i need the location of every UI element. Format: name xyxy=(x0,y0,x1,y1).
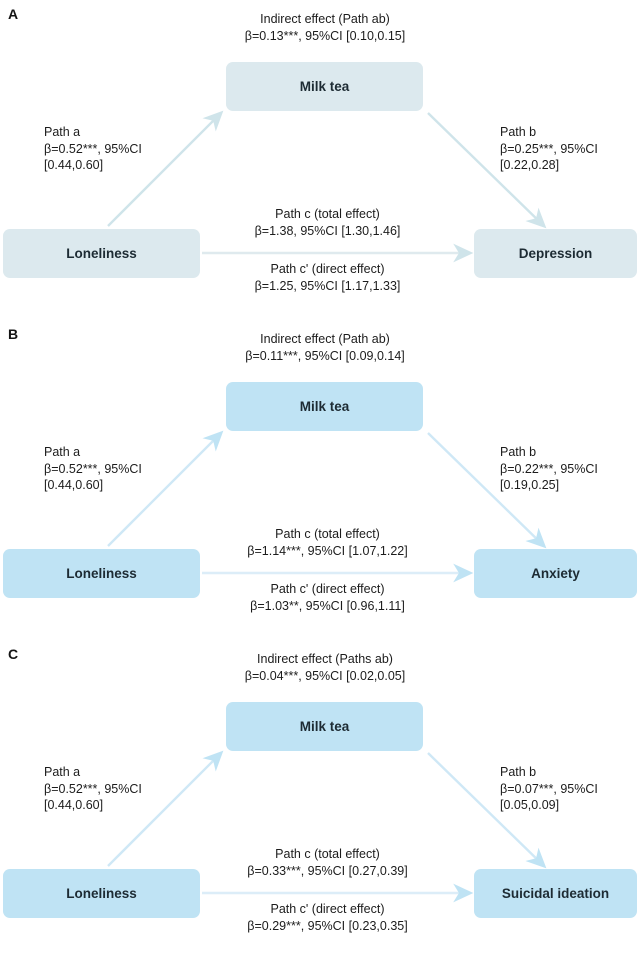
path-c-prime-title: Path c' (direct effect) xyxy=(270,902,385,916)
indirect-effect-title: Indirect effect (Path ab) xyxy=(260,332,390,346)
annotation-indirect-effect: Indirect effect (Path ab) β=0.11***, 95%… xyxy=(140,331,510,364)
annotation-path-b: Path b β=0.22***, 95%CI [0.19,0.25] xyxy=(500,444,598,494)
path-b-title: Path b xyxy=(500,445,537,459)
path-b-value-line1: β=0.22***, 95%CI xyxy=(500,461,598,476)
indirect-effect-value: β=0.13***, 95%CI [0.10,0.15] xyxy=(244,28,406,43)
annotation-path-a: Path a β=0.52***, 95%CI [0.44,0.60] xyxy=(44,444,142,494)
node-mediator: Milk tea xyxy=(226,702,423,751)
indirect-effect-value: β=0.04***, 95%CI [0.02,0.05] xyxy=(244,668,406,683)
path-c-prime-title: Path c' (direct effect) xyxy=(270,262,385,276)
arrow-path-b xyxy=(427,112,547,229)
node-mediator: Milk tea xyxy=(226,62,423,111)
annotation-path-c-prime: Path c' (direct effect) β=1.25, 95%CI [1… xyxy=(185,261,470,294)
annotation-path-c-prime: Path c' (direct effect) β=1.03**, 95%CI … xyxy=(185,581,470,614)
path-b-value-line1: β=0.07***, 95%CI xyxy=(500,781,598,796)
annotation-path-b: Path b β=0.25***, 95%CI [0.22,0.28] xyxy=(500,124,598,174)
path-b-value-line1: β=0.25***, 95%CI xyxy=(500,141,598,156)
node-predictor: Loneliness xyxy=(3,869,200,918)
path-a-value-line1: β=0.52***, 95%CI xyxy=(44,781,142,796)
annotation-path-c: Path c (total effect) β=1.14***, 95%CI [… xyxy=(185,526,470,559)
panel-a: A Milk tea Loneliness Depression Indirec… xyxy=(0,0,640,319)
path-c-prime-title: Path c' (direct effect) xyxy=(270,582,385,596)
panel-letter-c: C xyxy=(8,646,19,662)
arrow-path-a xyxy=(107,110,224,227)
arrow-path-a xyxy=(107,750,224,867)
panel-a-arrow-layer xyxy=(107,110,547,263)
panel-c: C Milk tea Loneliness Suicidal ideation … xyxy=(0,640,640,959)
path-b-title: Path b xyxy=(500,125,537,139)
panel-letter-a: A xyxy=(8,6,19,22)
indirect-effect-title: Indirect effect (Path ab) xyxy=(260,12,390,26)
path-c-value: β=1.14***, 95%CI [1.07,1.22] xyxy=(247,543,408,558)
path-b-value-line2: [0.22,0.28] xyxy=(500,158,560,172)
annotation-path-c-prime: Path c' (direct effect) β=0.29***, 95%CI… xyxy=(185,901,470,934)
arrow-path-b xyxy=(427,432,547,549)
annotation-path-b: Path b β=0.07***, 95%CI [0.05,0.09] xyxy=(500,764,598,814)
indirect-effect-title: Indirect effect (Paths ab) xyxy=(257,652,393,666)
arrow-path-b xyxy=(427,752,547,869)
path-c-prime-value: β=0.29***, 95%CI [0.23,0.35] xyxy=(247,918,408,933)
annotation-indirect-effect: Indirect effect (Path ab) β=0.13***, 95%… xyxy=(140,11,510,44)
node-outcome: Suicidal ideation xyxy=(474,869,637,918)
node-mediator: Milk tea xyxy=(226,382,423,431)
panel-b-arrow-layer xyxy=(107,430,547,583)
annotation-indirect-effect: Indirect effect (Paths ab) β=0.04***, 95… xyxy=(140,651,510,684)
path-a-value-line2: [0.44,0.60] xyxy=(44,158,104,172)
indirect-effect-value: β=0.11***, 95%CI [0.09,0.14] xyxy=(245,348,405,363)
node-outcome: Depression xyxy=(474,229,637,278)
arrow-path-a xyxy=(107,430,224,547)
path-a-value-line2: [0.44,0.60] xyxy=(44,798,104,812)
path-c-prime-value: β=1.03**, 95%CI [0.96,1.11] xyxy=(250,598,405,613)
path-b-value-line2: [0.05,0.09] xyxy=(500,798,560,812)
annotation-path-c: Path c (total effect) β=1.38, 95%CI [1.3… xyxy=(185,206,470,239)
path-c-title: Path c (total effect) xyxy=(275,847,380,861)
panel-b: B Milk tea Loneliness Anxiety Indirect e… xyxy=(0,320,640,639)
path-b-title: Path b xyxy=(500,765,537,779)
panel-c-arrow-layer xyxy=(107,750,547,903)
annotation-path-c: Path c (total effect) β=0.33***, 95%CI [… xyxy=(185,846,470,879)
path-b-value-line2: [0.19,0.25] xyxy=(500,478,560,492)
node-predictor: Loneliness xyxy=(3,549,200,598)
annotation-path-a: Path a β=0.52***, 95%CI [0.44,0.60] xyxy=(44,124,142,174)
node-outcome: Anxiety xyxy=(474,549,637,598)
annotation-path-a: Path a β=0.52***, 95%CI [0.44,0.60] xyxy=(44,764,142,814)
path-a-value-line1: β=0.52***, 95%CI xyxy=(44,141,142,156)
path-c-title: Path c (total effect) xyxy=(275,207,380,221)
node-predictor: Loneliness xyxy=(3,229,200,278)
path-a-value-line1: β=0.52***, 95%CI xyxy=(44,461,142,476)
path-c-value: β=1.38, 95%CI [1.30,1.46] xyxy=(254,223,401,238)
path-c-value: β=0.33***, 95%CI [0.27,0.39] xyxy=(247,863,408,878)
path-c-title: Path c (total effect) xyxy=(275,527,380,541)
path-a-title: Path a xyxy=(44,445,81,459)
path-a-title: Path a xyxy=(44,765,81,779)
path-c-prime-value: β=1.25, 95%CI [1.17,1.33] xyxy=(254,278,401,293)
panel-letter-b: B xyxy=(8,326,19,342)
path-a-title: Path a xyxy=(44,125,81,139)
path-a-value-line2: [0.44,0.60] xyxy=(44,478,104,492)
